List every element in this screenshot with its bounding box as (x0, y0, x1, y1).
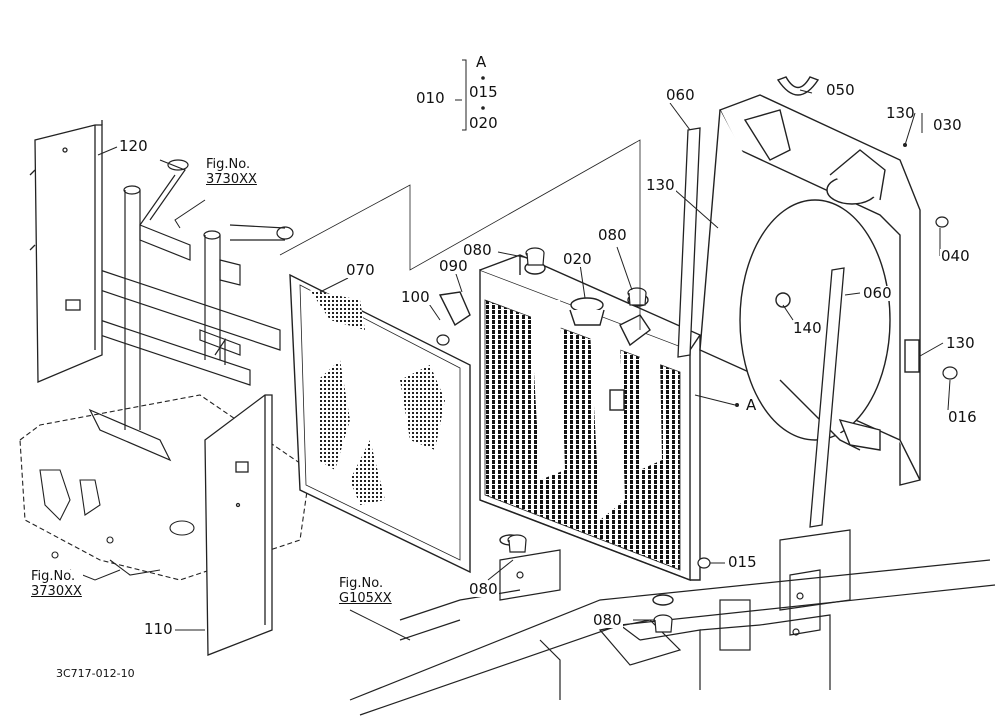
drawing-code: 3C717-012-10 (56, 667, 135, 680)
small-parts (436, 216, 958, 633)
side-cover-120 (29, 120, 103, 383)
callout-120: 120 (118, 137, 149, 155)
callout-030: 030 (933, 116, 962, 134)
figure-number: 3730XX (31, 583, 82, 599)
callout-060-right: 060 (862, 284, 893, 302)
floor-plate (19, 394, 311, 581)
base-frame (349, 529, 996, 716)
callout-130-top: 130 (886, 104, 915, 122)
figure-number: 3730XX (206, 171, 257, 187)
side-cover-110 (204, 394, 273, 656)
callout-060-left: 060 (665, 86, 696, 104)
figure-reference-bottom: Fig.No. G105XX (338, 576, 393, 607)
callout-080-b: 080 (597, 226, 628, 244)
callout-130-mid: 130 (645, 176, 676, 194)
callout-090: 090 (438, 257, 469, 275)
fan-shroud (699, 94, 921, 486)
callout-080-c: 080 (468, 580, 499, 598)
callout-A-top: A (476, 53, 487, 71)
seal-strip-060-right (809, 267, 845, 528)
figure-number: G105XX (339, 590, 392, 606)
callout-016: 016 (947, 408, 978, 426)
seal-strip-060-left (677, 127, 701, 358)
callout-140: 140 (792, 319, 823, 337)
figure-reference-top: Fig.No. 3730XX (205, 157, 258, 188)
callout-010: 010 (416, 89, 445, 107)
callout-A-right: A (745, 396, 758, 414)
callout-070: 070 (345, 261, 376, 279)
callout-020: 020 (562, 250, 593, 268)
callout-100: 100 (400, 288, 431, 306)
callout-040: 040 (940, 247, 971, 265)
figure-reference-left: Fig.No. 3730XX (30, 569, 83, 600)
figure-label: Fig.No. (31, 569, 76, 584)
callout-020-top: 020 (469, 114, 498, 132)
figure-label: Fig.No. (206, 157, 251, 172)
figure-label: Fig.No. (339, 576, 384, 591)
callout-015: 015 (727, 553, 758, 571)
hose-050 (776, 76, 820, 96)
callout-110: 110 (143, 620, 174, 638)
callout-080-d: 080 (592, 611, 623, 629)
support-stand (88, 159, 294, 462)
screen-070 (289, 273, 471, 574)
radiator (438, 254, 702, 606)
callout-050: 050 (825, 81, 856, 99)
callout-015-top: 015 (469, 83, 498, 101)
callout-130-right: 130 (945, 334, 976, 352)
callout-080-a: 080 (462, 241, 493, 259)
leader-dots (481, 76, 907, 407)
